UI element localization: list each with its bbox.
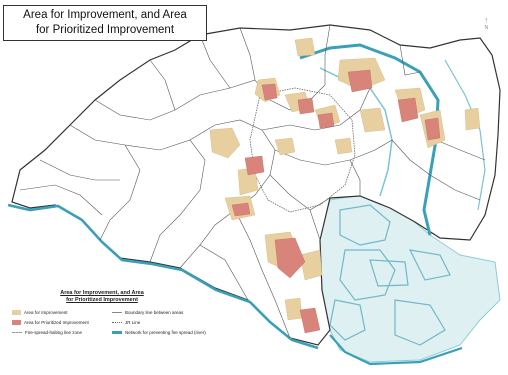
river-swatch — [112, 331, 122, 334]
legend-item-fire-zone: Fire-spread-halting line zone — [12, 330, 82, 335]
map-title-line1: Area for Improvement, and Area — [23, 9, 187, 21]
legend-title-line2: for Prioritized Improvement — [66, 297, 138, 303]
legend-item-river: Network for preventing fire spread (rive… — [112, 330, 206, 335]
legend-label: Area for Improvement — [24, 310, 68, 315]
legend-label: Network for preventing fire spread (rive… — [125, 330, 206, 335]
fire-zone-swatch — [12, 332, 22, 333]
legend-label: JR Line — [125, 320, 141, 325]
legend-label: Boundary line between areas — [125, 310, 184, 315]
legend-title-line1: Area for Improvement, and Area — [60, 290, 144, 296]
map-title-line2: for Prioritized Improvement — [35, 24, 175, 36]
east-river — [444, 59, 486, 211]
prioritized-swatch — [12, 320, 21, 325]
legend-item-boundary: Boundary line between areas — [112, 310, 183, 315]
north-label: N — [484, 25, 489, 31]
legend-item-prioritized: Area for Prioritized Improvement — [12, 320, 89, 325]
improvement-swatch — [12, 310, 21, 315]
boundary-swatch — [112, 312, 122, 313]
ward-boundaries — [19, 24, 486, 339]
legend-item-jr: JR Line — [112, 320, 140, 325]
north-arrow-icon: ↑ N — [484, 15, 489, 32]
arakawa-river — [299, 43, 440, 236]
jr-swatch — [112, 322, 122, 323]
coast-river-south — [329, 334, 463, 366]
legend-label: Fire-spread-halting line zone — [25, 330, 83, 335]
bay-islands — [329, 204, 451, 346]
legend-item-improvement: Area for Improvement — [12, 310, 68, 315]
legend-label: Area for Prioritized Improvement — [24, 320, 89, 325]
coast-river-network — [7, 203, 319, 350]
legend: Area for Improvement, and Area for Prior… — [12, 290, 212, 352]
prioritized-areas — [231, 69, 441, 334]
map-title: Area for Improvement, and Area for Prior… — [3, 5, 207, 41]
